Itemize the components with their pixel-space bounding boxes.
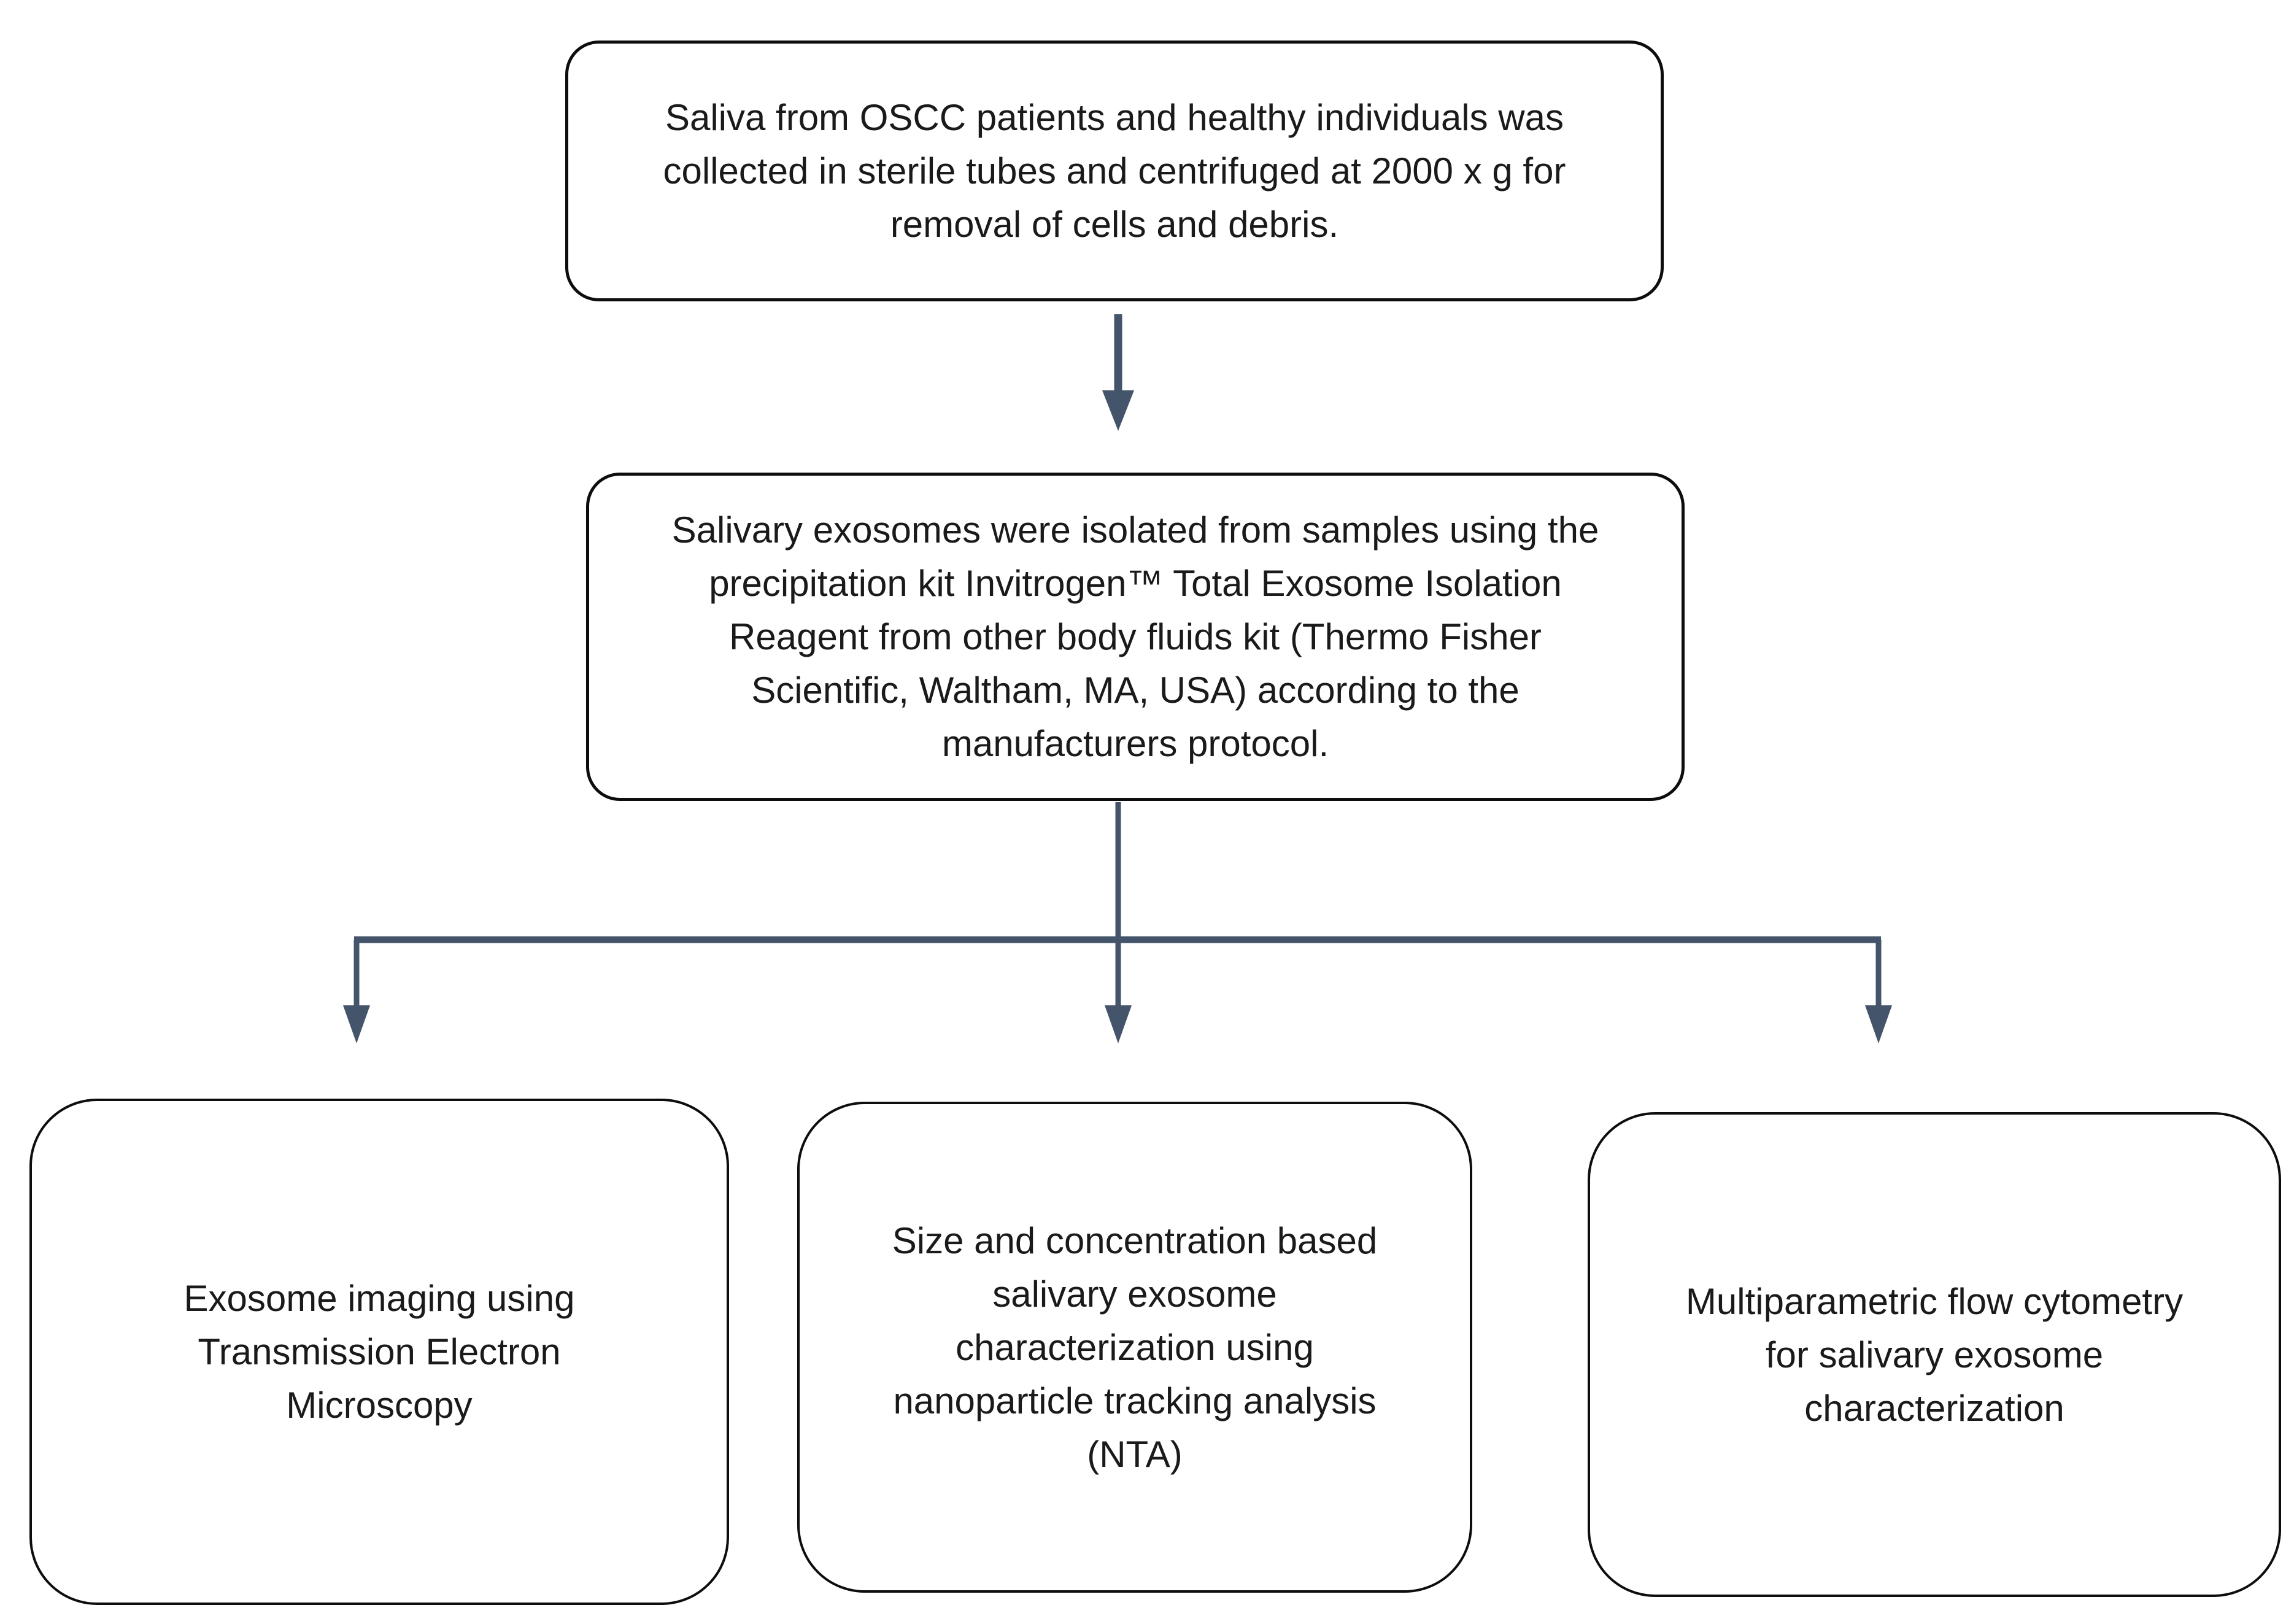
step-tem-imaging: Exosome imaging using Transmission Elect…: [29, 1099, 729, 1605]
step-saliva-collection-text: Saliva from OSCC patients and healthy in…: [663, 97, 1566, 245]
arrow-top-to-middle: [1102, 314, 1134, 431]
step-flow-cytometry: Multiparametric flow cytometry for saliv…: [1588, 1112, 2281, 1597]
step-tem-imaging-text: Exosome imaging using Transmission Elect…: [183, 1278, 575, 1426]
branch-connector: [343, 802, 1892, 1043]
step-flow-cytometry-text: Multiparametric flow cytometry for saliv…: [1685, 1280, 2184, 1429]
arrowhead-center-icon: [1105, 1005, 1132, 1043]
step-nta-characterization-text: Size and concentration based salivary ex…: [892, 1220, 1378, 1475]
step-exosome-isolation-text: Salivary exosomes were isolated from sam…: [671, 509, 1599, 764]
arrowhead-left-icon: [343, 1005, 370, 1043]
arrowhead-right-icon: [1865, 1005, 1892, 1043]
arrowhead-top-to-middle-icon: [1102, 390, 1134, 431]
step-nta-characterization: Size and concentration based salivary ex…: [797, 1102, 1472, 1593]
step-saliva-collection: Saliva from OSCC patients and healthy in…: [565, 41, 1664, 301]
step-exosome-isolation: Salivary exosomes were isolated from sam…: [586, 473, 1685, 801]
